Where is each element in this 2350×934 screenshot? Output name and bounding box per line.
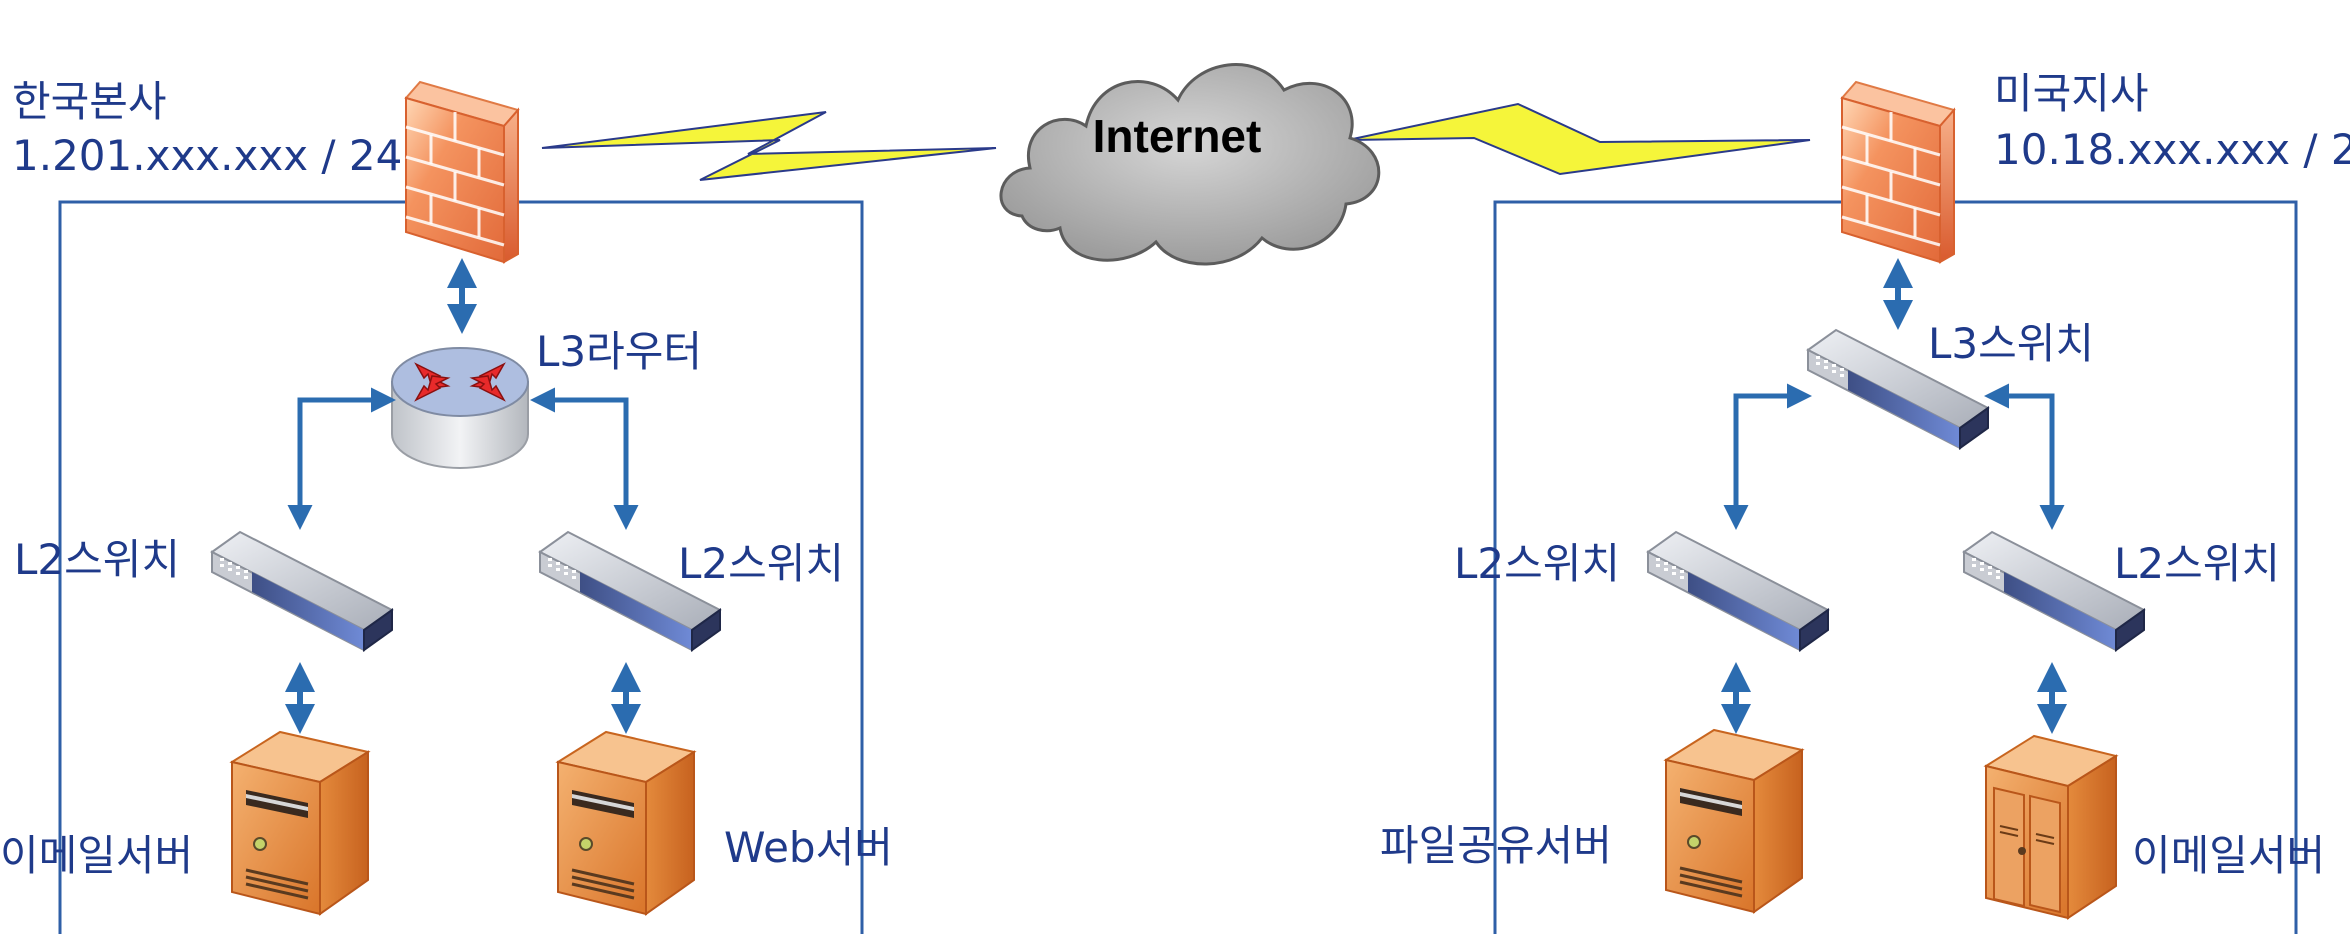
us-email-server-label: 이메일서버 — [2132, 831, 2325, 880]
korea-router — [391, 347, 529, 469]
korea-site-name: 한국본사 — [12, 77, 167, 126]
korea-web-server — [556, 730, 696, 916]
router-icon — [391, 347, 529, 469]
korea-email-server-label: 이메일서버 — [0, 831, 193, 880]
internet-label: Internet — [1093, 110, 1262, 162]
us-left-switch-label: L2스위치 — [1454, 539, 1620, 588]
server-icon — [556, 730, 696, 916]
us-firewall — [1840, 80, 1956, 264]
us-email-server — [1985, 735, 2117, 919]
korea-router-label: L3라우터 — [536, 327, 702, 376]
us-right-switch-label: L2스위치 — [2114, 539, 2280, 588]
korea-right-switch-label: L2스위치 — [678, 539, 844, 588]
korea-router-left-connector — [287, 387, 396, 530]
us-file-server-label: 파일공유서버 — [1380, 821, 1612, 870]
korea-router-right-connector — [530, 387, 639, 530]
us-site-subnet: 10.18.xxx.xxx / 24 — [1994, 125, 2350, 174]
switch-icon — [211, 531, 393, 651]
cloud-icon — [999, 63, 1381, 266]
korea-email-server — [230, 730, 370, 916]
us-left-switch — [1647, 531, 1829, 651]
korea-web-server-label: Web서버 — [724, 823, 893, 872]
server-icon — [1664, 728, 1804, 914]
korea-left-switch — [211, 531, 393, 651]
korea-left-switch-label: L2스위치 — [14, 535, 180, 584]
us-core-right-connector — [1984, 383, 2065, 530]
us-core-left-connector — [1723, 383, 1812, 530]
us-core-switch-label: L3스위치 — [1928, 319, 2094, 368]
server-icon — [230, 730, 370, 916]
lightning-bolt-icon — [1347, 102, 1811, 176]
switch-icon — [1647, 531, 1829, 651]
lightning-bolt-icon — [541, 111, 997, 181]
korea-firewall — [404, 80, 520, 264]
us-site-name: 미국지사 — [1994, 69, 2149, 118]
firewall-icon — [1840, 80, 1956, 264]
firewall-icon — [404, 80, 520, 264]
korea-site-subnet: 1.201.xxx.xxx / 24 — [12, 131, 402, 180]
us-file-server — [1664, 728, 1804, 914]
internet-cloud: Internet — [999, 63, 1381, 266]
server-icon — [1985, 735, 2117, 919]
